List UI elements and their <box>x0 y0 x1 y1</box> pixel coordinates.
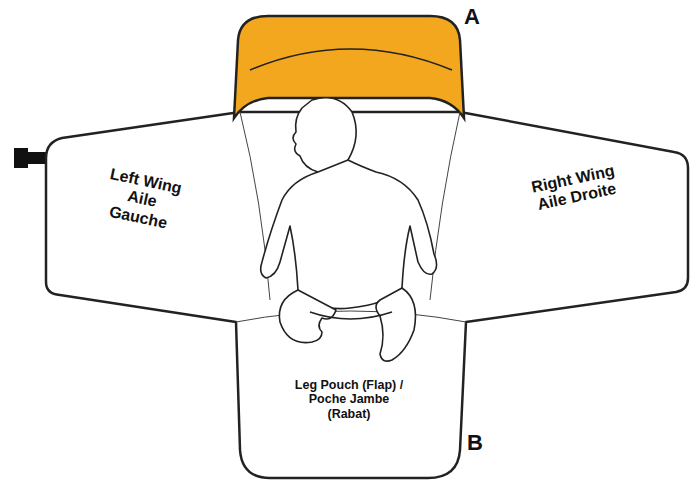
valve-neck <box>26 152 46 164</box>
valve <box>14 148 28 168</box>
hood <box>234 16 464 118</box>
swaddle-outline <box>46 112 688 478</box>
baby <box>261 98 437 361</box>
letter-callout: A <box>452 4 492 29</box>
part-name: Leg Pouch (Flap) / Poche Jambe (Rabat) <box>290 378 408 421</box>
letter-callout: B <box>455 430 495 455</box>
